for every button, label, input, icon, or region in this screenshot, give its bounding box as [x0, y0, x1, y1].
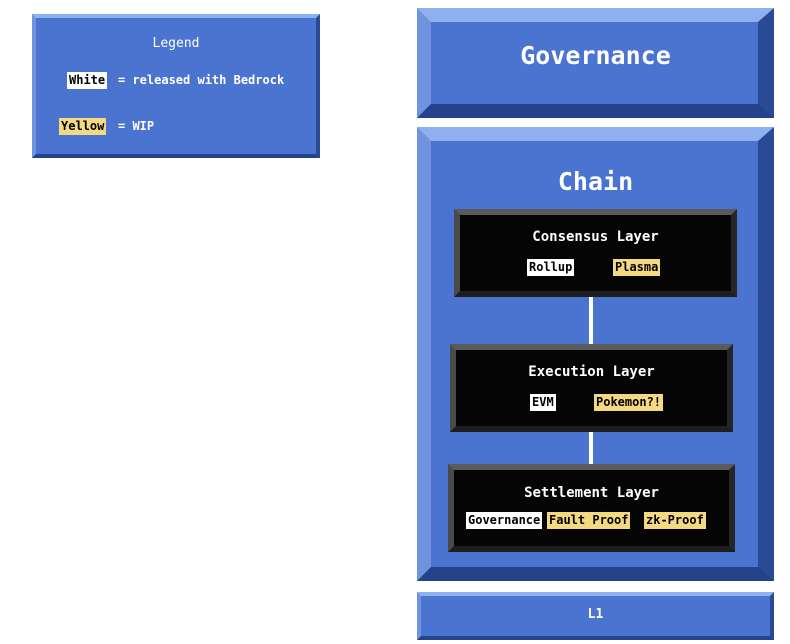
execution-layer-title: Execution Layer	[528, 364, 655, 380]
legend-white-description: = released with Bedrock	[118, 73, 285, 87]
consensus-tag-plasma: Plasma	[613, 259, 661, 276]
chain-box: Chain Consensus Layer Rollup Plasma Exec…	[417, 127, 774, 581]
execution-layer: Execution Layer EVM Pokemon?!	[450, 344, 733, 432]
settlement-layer-title: Settlement Layer	[524, 485, 659, 501]
chain-title: Chain	[557, 167, 634, 196]
l1-box: L1	[417, 592, 774, 640]
l1-title: L1	[587, 607, 604, 622]
legend-box: Legend White = released with Bedrock Yel…	[32, 14, 320, 158]
legend-yellow-description: = WIP	[118, 119, 155, 133]
consensus-layer-title: Consensus Layer	[532, 229, 659, 245]
settlement-layer: Settlement Layer Governance Fault Proof …	[448, 464, 735, 552]
governance-box: Governance	[417, 8, 774, 118]
legend-yellow-tag: Yellow	[59, 118, 107, 135]
legend-title: Legend	[152, 36, 200, 51]
execution-tag-evm: EVM	[530, 394, 556, 411]
execution-settlement-connector	[589, 429, 593, 467]
execution-tag-pokemon: Pokemon?!	[594, 394, 664, 411]
consensus-execution-connector	[589, 295, 593, 345]
settlement-tag-fault-proof: Fault Proof	[547, 512, 631, 529]
legend-white-tag: White	[67, 72, 108, 89]
consensus-layer: Consensus Layer Rollup Plasma	[454, 209, 737, 297]
settlement-tag-governance: Governance	[466, 512, 543, 529]
settlement-tag-zk-proof: zk-Proof	[644, 512, 706, 529]
consensus-tag-rollup: Rollup	[527, 259, 575, 276]
governance-title: Governance	[520, 41, 671, 70]
